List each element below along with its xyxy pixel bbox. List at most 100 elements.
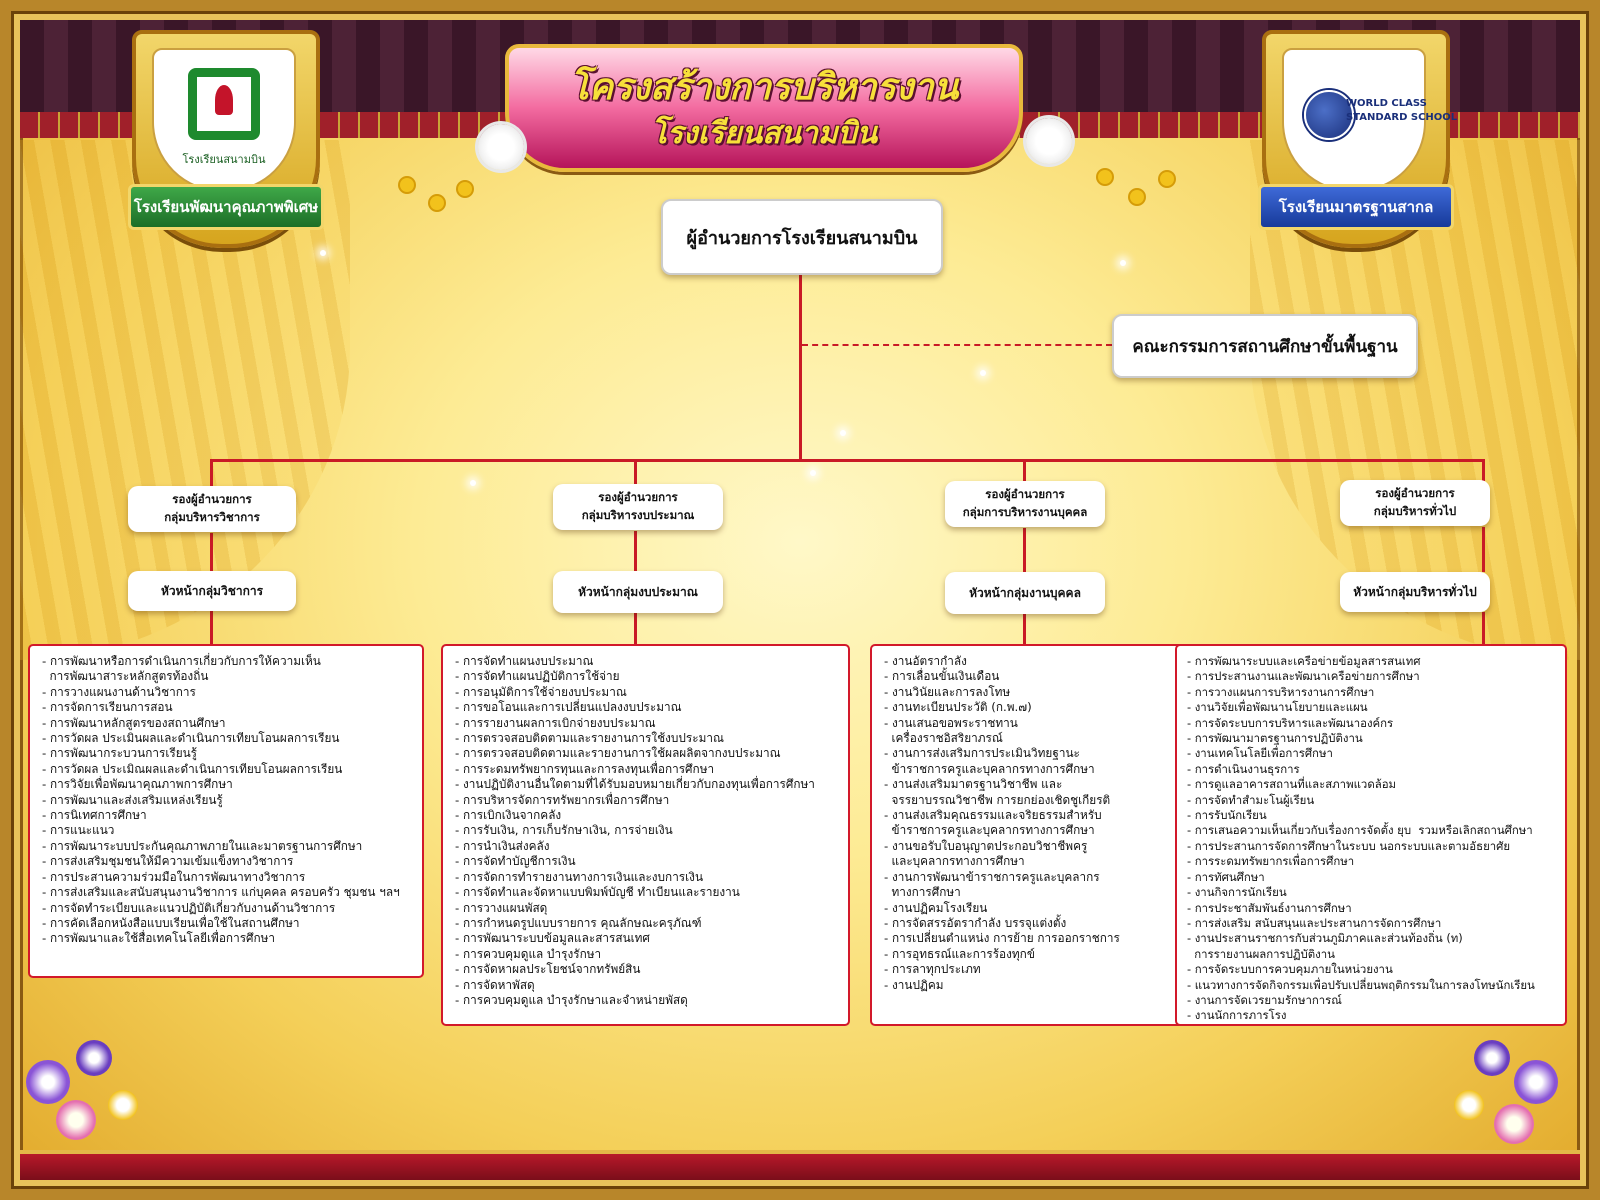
pink-flower-icon — [56, 1100, 96, 1140]
dept-4-connector — [1482, 459, 1485, 481]
world-class-logo-shield: WORLD CLASS STANDARD SCHOOL โรงเรียนมาตร… — [1258, 30, 1457, 248]
task-item: - การขอโอนและการเปลี่ยนแปลงงบประมาณ — [455, 700, 682, 715]
task-item: - การพัฒนาหลักสูตรของสถานศึกษา — [42, 715, 226, 730]
task-item: - การระดมทรัพยากรเพื่อการศึกษา — [1187, 854, 1355, 869]
task-item: - การรับเงิน, การเก็บรักษาเงิน, การจ่ายเ… — [455, 823, 673, 838]
task-item: - งานนักการภารโรง — [1187, 1008, 1287, 1023]
task-item: - การวิจัยเพื่อพัฒนาคุณภาพการศึกษา — [42, 777, 233, 792]
task-item: - การอุทธรณ์และการร้องทุกข์ — [884, 946, 1035, 961]
school-emblem-icon — [188, 68, 260, 140]
task-item: - แนวทางการจัดกิจกรรมเพื่อปรับเปลี่ยนพฤต… — [1187, 977, 1535, 992]
golden-shower-blossom-icon — [1160, 172, 1174, 186]
globe-icon — [1304, 90, 1354, 140]
deputy-personnel-box: รองผู้อำนวยการ กลุ่มการบริหารงานบุคคล — [945, 481, 1105, 527]
school-logo-panel: โรงเรียนสนามบิน — [152, 48, 296, 192]
personnel-task-list: - งานอัตรากำลัง- การเลื่อนขั้นเงินเดือน-… — [870, 644, 1184, 1026]
task-item: - การประสานความร่วมมือในการพัฒนาทางวิชาก… — [42, 869, 306, 884]
task-item: - การควบคุมดูแล บำรุงรักษาและจำหน่ายพัสด… — [455, 992, 688, 1007]
task-item: - การเบิกเงินจากคลัง — [455, 808, 562, 823]
task-item: - การเลื่อนขั้นเงินเดือน — [884, 669, 1000, 684]
task-item: - งานกิจการนักเรียน — [1187, 885, 1287, 900]
deputy-group: กลุ่มบริหารงบประมาณ — [581, 508, 695, 522]
task-item: - การกำหนดรูปแบบรายการ คุณลักษณะครุภัณฑ์ — [455, 915, 702, 930]
pink-flower-icon — [1494, 1104, 1534, 1144]
task-item: - การบริหารจัดการทรัพยากรเพื่อการศึกษา — [455, 792, 670, 807]
task-item: - งานอัตรากำลัง — [884, 654, 967, 668]
world-class-brand-line-1: WORLD CLASS — [1346, 98, 1427, 109]
task-item: - งานเสนอขอพระราชทาน เครื่องราชอิสริยาภร… — [884, 715, 1018, 746]
dept-2-connector — [634, 459, 637, 485]
task-item: - การจัดทำบัญชีการเงิน — [455, 854, 576, 869]
task-item: - การวัดผล ประเมิณผลและดำเนินการเทียบโอน… — [42, 761, 343, 776]
purple-flower-icon — [1514, 1060, 1558, 1104]
task-item: - การจัดสรรอัตรากำลัง บรรจุแต่งตั้ง — [884, 915, 1067, 930]
deputy-group: กลุ่มการบริหารงานบุคคล — [962, 505, 1088, 519]
task-item: - การทัศนศึกษา — [1187, 869, 1265, 884]
sparkle-icon — [1120, 260, 1126, 266]
task-list: - การพัฒนาระบบและเครือข่ายข้อมูลสารสนเทศ… — [1187, 654, 1557, 1024]
task-item: - การจัดการทำรายงานทางการเงินและงบการเงิ… — [455, 869, 704, 884]
task-item: - งานส่งเสริมมาตรฐานวิชาชีพ และ จรรยาบรร… — [884, 777, 1111, 807]
dept-3-head-connector — [1023, 528, 1026, 572]
task-item: - งานประสานราชการกับส่วนภูมิภาคและส่วนท้… — [1187, 931, 1463, 961]
head-budget-box: หัวหน้ากลุ่มงบประมาณ — [553, 571, 723, 613]
world-class-logo-panel: WORLD CLASS STANDARD SCHOOL — [1282, 48, 1457, 192]
task-item: - งานขอรับใบอนุญาตประกอบวิชาชีพครู และบุ… — [884, 838, 1088, 869]
task-item: - การพัฒนาและส่งเสริมแหล่งเรียนรู้ — [42, 792, 223, 807]
golden-shower-blossom-icon — [430, 196, 444, 210]
dept-4-list-connector — [1482, 612, 1485, 644]
task-item: - การวางแผนการบริหารงานการศึกษา — [1187, 684, 1375, 699]
world-class-brand-line-2: STANDARD SCHOOL — [1346, 112, 1458, 123]
task-item: - การควบคุมดูแล บำรุงรักษา — [455, 946, 602, 961]
task-item: - การจัดหาผลประโยชน์จากทรัพย์สิน — [455, 962, 641, 977]
corner-flowers-left — [16, 1020, 156, 1170]
jasmine-flower-icon — [478, 124, 524, 170]
task-item: - การระดมทรัพยากรทุนและการลงทุนเพื่อการศ… — [455, 761, 715, 776]
dept-1-connector — [210, 459, 213, 487]
task-item: - การประชาสัมพันธ์งานการศึกษา — [1187, 900, 1352, 915]
task-item: - งานวิจัยเพื่อพัฒนานโยบายและแผน — [1187, 700, 1368, 715]
bottom-red-band — [20, 1150, 1580, 1180]
task-item: - การจัดทำและจัดหาแบบพิมพ์บัญชี ทำเบียนแ… — [455, 885, 740, 900]
task-item: - งานวินัยและการลงโทษ — [884, 684, 1011, 699]
sparkle-icon — [840, 430, 846, 436]
task-item: - การรายงานผลการเบิกจ่ายงบประมาณ — [455, 715, 656, 730]
sparkle-icon — [810, 470, 816, 476]
golden-shower-blossom-icon — [1098, 170, 1112, 184]
budget-task-list: - การจัดทำแผนงบประมาณ- การจัดทำแผนปฏิบัต… — [441, 644, 850, 1026]
dept-1-head-connector — [210, 533, 213, 571]
task-item: - การจัดระบบการควบคุมภายในหน่วยงาน — [1187, 962, 1393, 977]
task-item: - การลาทุกประเภท — [884, 962, 981, 977]
task-item: - งานเทคโนโลยีเพื่อการศึกษา — [1187, 746, 1333, 761]
dept-3-list-connector — [1023, 614, 1026, 644]
deputy-title: รองผู้อำนวยการ — [1375, 486, 1455, 501]
task-item: - การจัดการเรียนการสอน — [42, 700, 173, 715]
deputy-general-box: รองผู้อำนวยการ กลุ่มบริหารทั่วไป — [1340, 480, 1490, 526]
title-line-2: โรงเรียนสนามบิน — [650, 116, 878, 151]
task-list: - การพัฒนาหรือการดำเนินการเกี่ยวกับการให… — [42, 654, 414, 947]
task-item: - การอนุมัติการใช้จ่ายงบประมาณ — [455, 684, 627, 699]
head-general-box: หัวหน้ากลุ่มบริหารทั่วไป — [1340, 572, 1490, 612]
department-connector-horizontal — [210, 459, 1485, 462]
task-item: - การตรวจสอบติดตามและรายงานการใช้ผลผลิตจ… — [455, 746, 781, 761]
deputy-title: รองผู้อำนวยการ — [985, 487, 1065, 502]
task-list: - การจัดทำแผนงบประมาณ- การจัดทำแผนปฏิบัต… — [455, 654, 840, 1008]
school-type-ribbon: โรงเรียนพัฒนาคุณภาพพิเศษ — [128, 184, 324, 230]
task-item: - การส่งเสริมชุมชนให้มีความเข้มแข็งทางวิ… — [42, 854, 294, 869]
task-item: - งานการจัดเวรยามรักษาการณ์ — [1187, 992, 1342, 1007]
task-item: - การวางแผนพัสดุ — [455, 900, 548, 915]
purple-flower-icon — [1474, 1040, 1510, 1076]
golden-shower-blossom-icon — [400, 178, 414, 192]
general-task-list: - การพัฒนาระบบและเครือข่ายข้อมูลสารสนเทศ… — [1175, 644, 1567, 1026]
task-item: - การพัฒนามาตรฐานการปฏิบัติงาน — [1187, 731, 1363, 746]
task-item: - การประสานงานและพัฒนาเครือข่ายการศึกษา — [1187, 669, 1420, 684]
yellow-flower-icon — [1454, 1090, 1484, 1120]
yellow-flower-icon — [108, 1090, 138, 1120]
task-item: - การจัดหาพัสดุ — [455, 977, 535, 992]
school-logo-caption: โรงเรียนสนามบิน — [182, 153, 266, 166]
golden-shower-blossom-icon — [458, 182, 472, 196]
purple-flower-icon — [76, 1040, 112, 1076]
task-item: - การพัฒนาหรือการดำเนินการเกี่ยวกับการให… — [42, 654, 321, 684]
deputy-title: รองผู้อำนวยการ — [598, 490, 678, 505]
